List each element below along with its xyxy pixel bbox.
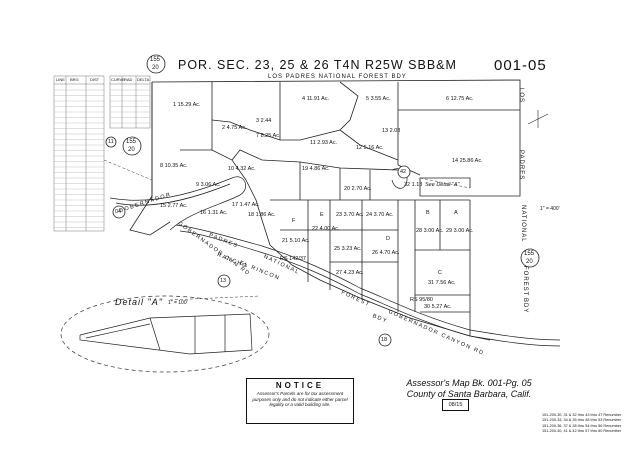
parcel-18: 18 1.86 Ac.: [248, 212, 276, 218]
parcel-1: 1 15.29 Ac.: [173, 102, 201, 108]
revision-date-box: 08/15: [442, 399, 469, 411]
parcel-19: 19 4.86 Ac.: [302, 166, 330, 172]
parcel-11: 11 2.93 Ac.: [310, 140, 338, 146]
see-detail-label: See Detail "A": [425, 182, 460, 188]
page-ref-right-mid-b: 20: [526, 259, 533, 265]
parcel-24: 24 3.70 Ac.: [366, 212, 394, 218]
road-label-right-padres: PADRES: [518, 150, 524, 181]
parcel-28: 28 3.00 Ac.: [416, 228, 444, 234]
page-ref-top-left-a: 155: [150, 57, 161, 63]
page-ref-18: 18: [381, 337, 388, 343]
lot-letter-b: B: [426, 210, 430, 216]
parcel-9: 9 3.06 Ac.: [196, 182, 221, 188]
parcel-6: 6 12.75 Ac.: [446, 96, 474, 102]
parcel-13: 13 2.03: [382, 128, 401, 134]
line-table: [53, 75, 151, 232]
parcel-22: 22 4.00 Ac.: [312, 226, 340, 232]
lot-letter-e: E: [320, 212, 324, 218]
parcel-21: 21 5.10 Ac.: [282, 238, 310, 244]
notice-title: NOTICE: [275, 381, 325, 390]
revision-line: 151-200-30, 31 & 32 thru 43 thru 47 Renu…: [542, 413, 622, 417]
curve-table-col-curve: CURVE: [111, 77, 125, 82]
parcel-14: 14 25.86 Ac.: [452, 158, 483, 164]
curve-table-col-delta: DELTA: [137, 77, 150, 82]
parcel-boundaries: [129, 79, 521, 341]
parcel-10: 10 4.32 Ac.: [228, 166, 256, 172]
page-ref-13: 13: [220, 278, 227, 284]
map-scale: 1" = 400': [540, 206, 560, 212]
page-ref-42: 42: [400, 169, 407, 175]
map-legend: Assessor's Map Bk. 001-Pg. 05 County of …: [394, 378, 544, 400]
page-ref-left-mid-b: 20: [128, 147, 135, 153]
parcel-17: 17 1.47 Ac.: [232, 202, 260, 208]
section-title: POR. SEC. 23, 25 & 26 T4N R25W SBB&M: [178, 58, 457, 72]
revision-line: 151-200-33, 34 & 35 thru 48 thru 53 Renu…: [542, 418, 622, 423]
parcel-32: 32 1.13: [404, 182, 423, 188]
detail-a-scale: 1" = 100': [168, 300, 188, 306]
parcel-3: 3 2.44: [256, 118, 272, 124]
parcel-26: 26 4.70 Ac.: [372, 250, 400, 256]
notice-box: NOTICE Assessor's Parcels are for tax as…: [246, 378, 354, 424]
notice-text: Assessor's Parcels are for tax assessmen…: [252, 391, 348, 408]
parcel-29: 29 3.00 Ac.: [446, 228, 474, 234]
revision-line: 151-200-36, 37 & 38 thru 54 thru 56 Renu…: [542, 423, 622, 428]
parcel-30: 30 5.27 Ac.: [424, 304, 452, 310]
detail-a-parcels: [79, 313, 253, 355]
road-label-right-bdy: BDY: [522, 298, 528, 314]
revision-line: 151-200-40, 41 & 42 thru 57 thru 60 Renu…: [542, 428, 622, 433]
parcel-8: 8 10.35 Ac.: [160, 163, 188, 169]
legend-book-page: Assessor's Map Bk. 001-Pg. 05: [406, 378, 532, 388]
page-ref-right-mid-a: 155: [524, 251, 535, 257]
road-label-right-forest: FOREST: [522, 266, 528, 297]
line-table-col-brg: BRG: [70, 77, 79, 82]
legend-county: County of Santa Barbara, Calif.: [406, 389, 532, 399]
north-arrow: [527, 110, 549, 128]
line-table-col-line: LINE: [56, 77, 65, 82]
parcel-12: 12 5.16 Ac.: [356, 145, 384, 151]
line-table-box: LINE BRG DIST: [54, 76, 104, 231]
page-ref-11: 11: [108, 139, 114, 145]
page-ref-left-mid-a: 155: [126, 139, 137, 145]
parcel-2: 2 4.75 Ac.: [222, 125, 247, 131]
revision-list: 151-200-30, 31 & 32 thru 43 thru 47 Renu…: [542, 413, 621, 434]
parcel-23: 23 3.70 Ac.: [336, 212, 364, 218]
road-label-right-national: NATIONAL: [520, 205, 526, 243]
forest-boundary-label: LOS PADRES NATIONAL FOREST BDY: [268, 74, 407, 80]
detail-a-label: Detail "A": [115, 297, 163, 307]
parcel-7: 7 8.25 Ac.: [256, 133, 281, 139]
page-ref-top-left-b: 20: [152, 65, 159, 71]
lot-letter-a: A: [454, 210, 458, 216]
page-ref-04: 04: [115, 209, 122, 215]
parcel-25: 25 3.23 Ac.: [334, 246, 362, 252]
record-survey-ref-1: RS 142/37: [280, 256, 306, 262]
parcel-20: 20 2.70 Ac.: [344, 186, 372, 192]
parcel-31: 31 7.56 Ac.: [428, 280, 456, 286]
curve-table-box: CURVE RAD DELTA: [110, 76, 150, 128]
road-lines: [109, 168, 561, 347]
book-page-number: 001-05: [494, 57, 547, 74]
parcel-5: 5 3.55 Ac.: [366, 96, 391, 102]
lot-letter-c: C: [438, 270, 442, 276]
tie-lines: [103, 159, 471, 301]
parcel-15: 15 2.77 Ac.: [160, 203, 188, 209]
parcel-4: 4 11.91 Ac.: [302, 96, 330, 102]
curve-table-col-rad: RAD: [124, 77, 133, 82]
lot-letter-d: D: [386, 236, 390, 242]
road-label-right-los: LOS: [518, 88, 524, 104]
parcel-16: 16 1.31 Ac.: [200, 210, 228, 216]
line-table-col-dist: DIST: [90, 77, 100, 82]
page-ref-circles: [105, 54, 540, 347]
parcel-27: 27 4.23 Ac.: [336, 270, 364, 276]
detail-a-ellipse: [60, 295, 270, 373]
record-survey-ref-2: RS 95/80: [410, 297, 433, 303]
lot-letter-f: F: [292, 218, 296, 224]
table-row-lines: [54, 89, 150, 228]
